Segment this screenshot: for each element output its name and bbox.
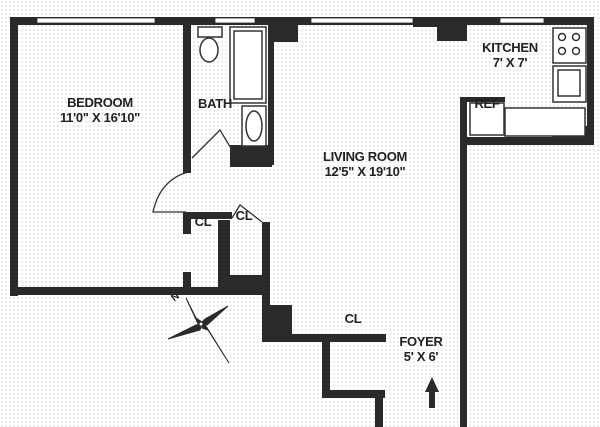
walls [10,17,594,427]
entry-arrow-icon [425,377,439,408]
bedroom-name: BEDROOM [67,95,133,110]
room-label-closet-1: CL [188,214,218,229]
kitchen-name: KITCHEN [482,40,538,55]
room-label-kitchen: KITCHEN 7' X 7' [470,40,550,70]
room-label-bedroom: BEDROOM 11'0" X 16'10" [50,95,150,125]
stove [552,27,587,64]
room-label-closet-2: CL [229,208,259,223]
windows [36,17,545,24]
counter [504,107,586,137]
toilet-bowl [199,37,219,63]
room-label-living-room: LIVING ROOM 12'5" X 19'10" [300,149,430,179]
bath-name: BATH [198,96,232,111]
foyer-name: FOYER [399,334,443,349]
kitchen-size: 7' X 7' [492,55,528,70]
compass-icon [167,297,230,364]
closet-2-name: CL [235,208,253,223]
living-room-name: LIVING ROOM [322,149,408,164]
room-label-foyer: FOYER 5' X 6' [388,334,454,364]
closet-3-name: CL [344,311,362,326]
living-room-size: 12'5" X 19'10" [324,164,406,179]
fixtures [197,26,587,147]
room-label-bath: BATH [195,96,235,111]
room-label-ref: REF [468,96,506,111]
foyer-size: 5' X 6' [403,349,439,364]
refrigerator [469,102,505,136]
room-label-closet-3: CL [338,311,368,326]
bedroom-size: 11'0" X 16'10" [59,110,141,125]
toilet-tank [197,26,223,38]
ref-name: REF [474,96,500,111]
closet-1-name: CL [194,214,212,229]
door-swings [152,128,263,223]
